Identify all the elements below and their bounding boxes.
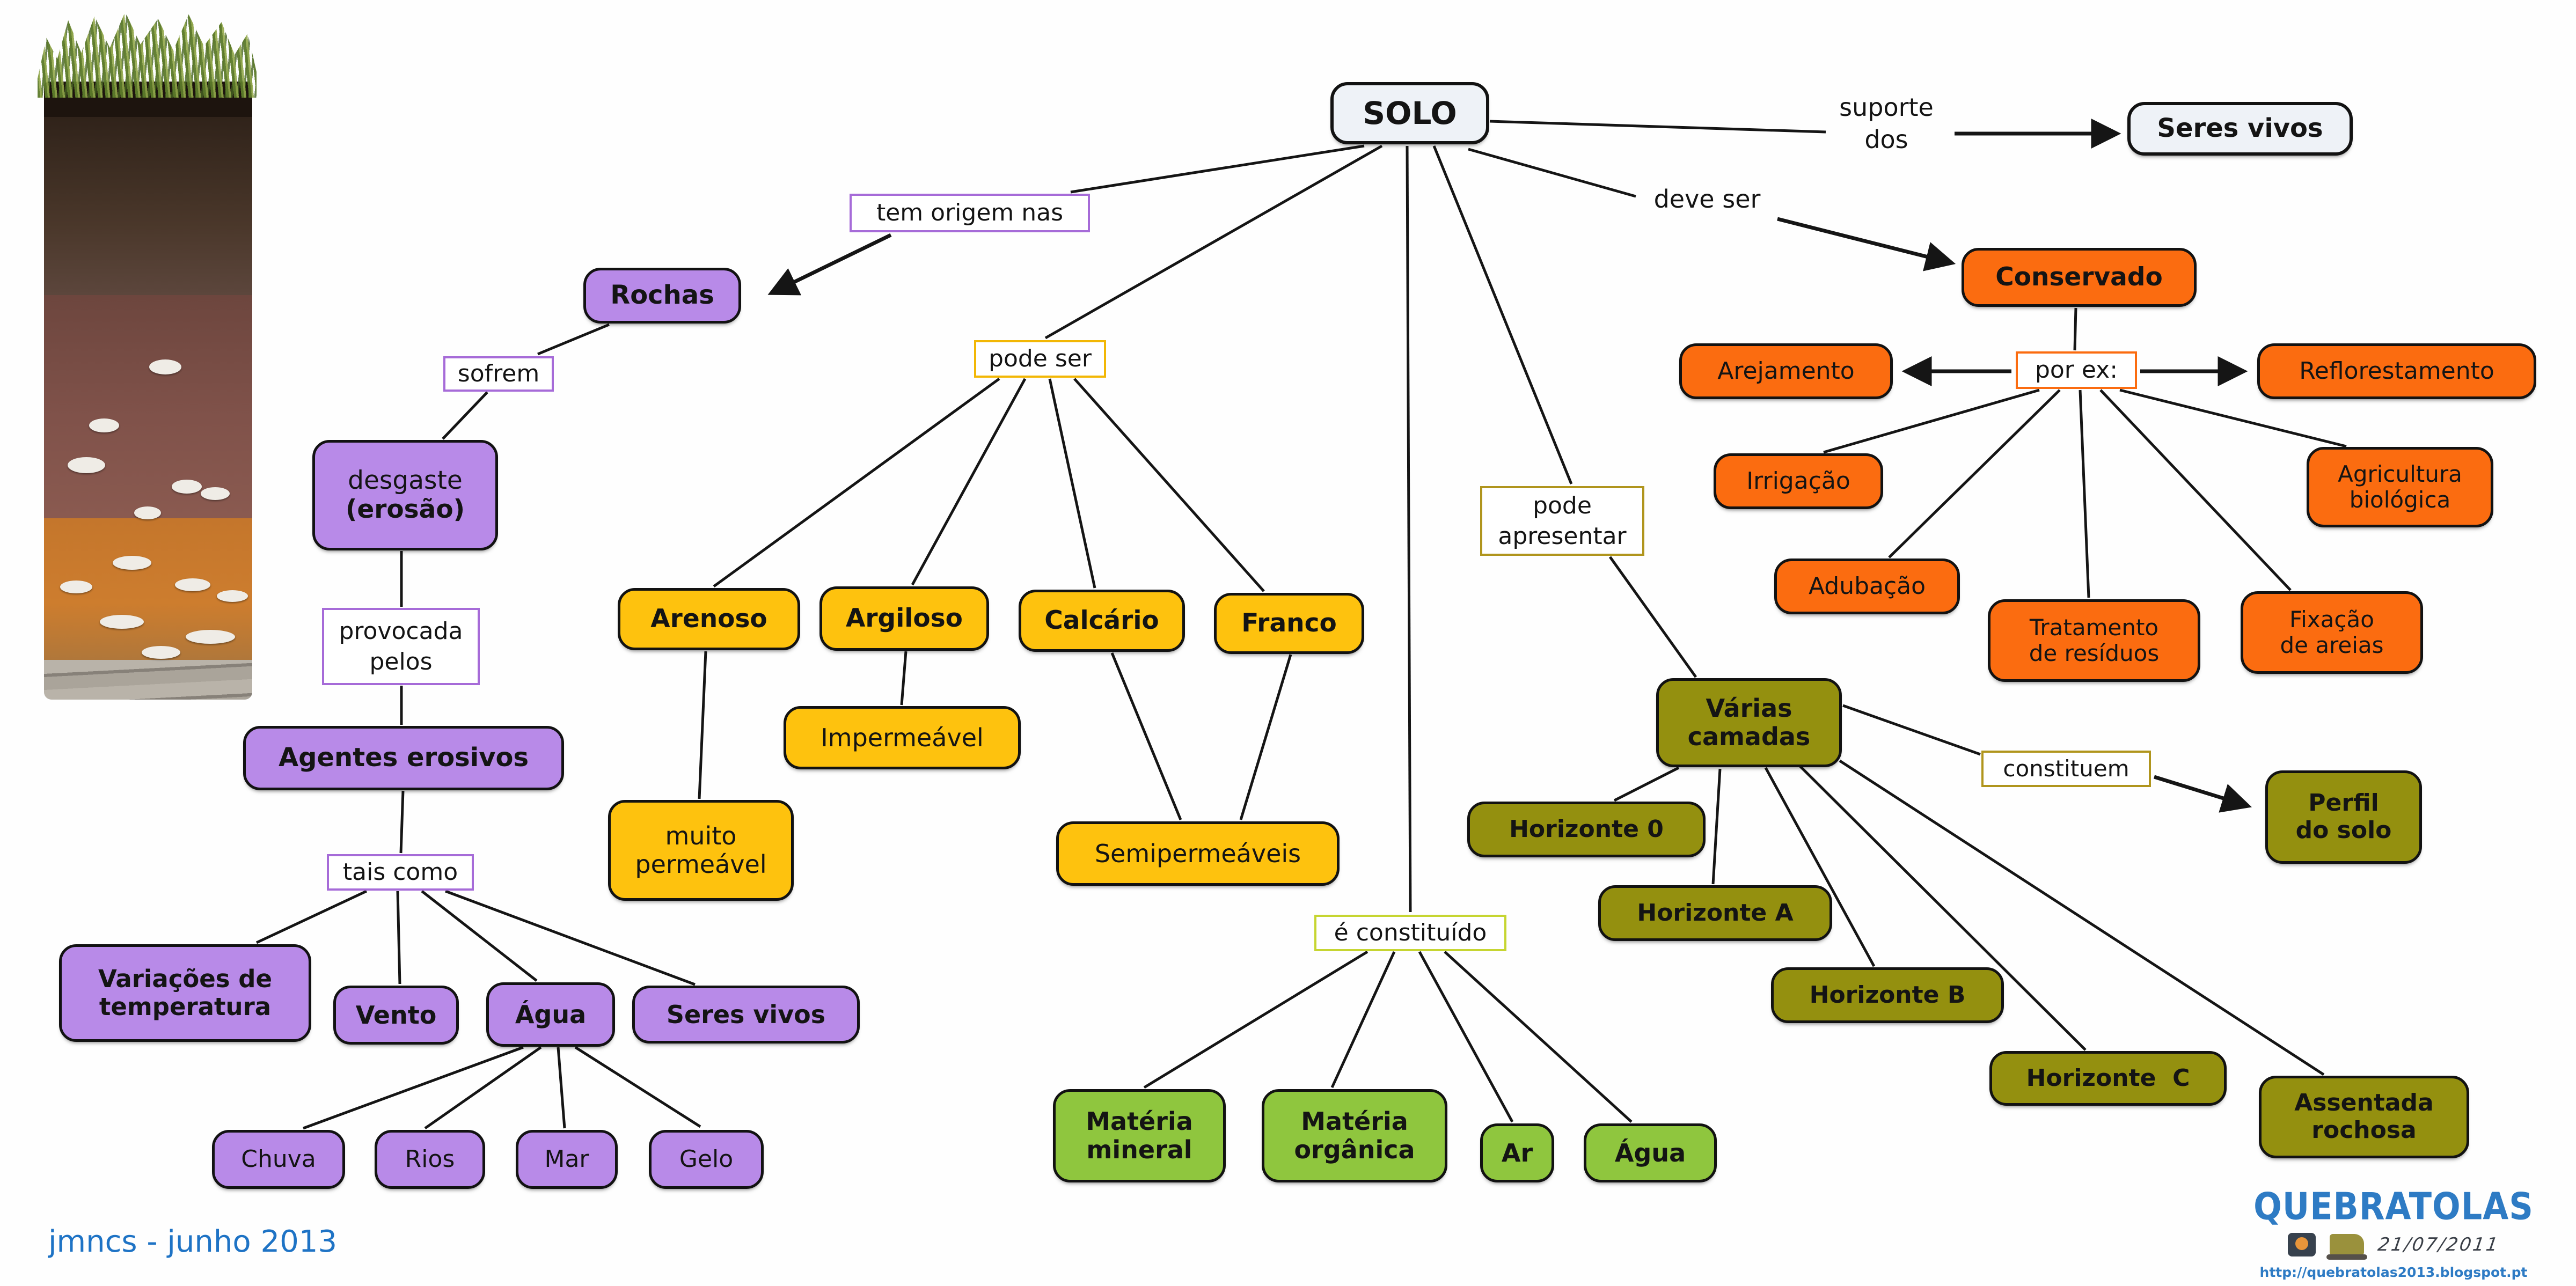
edge-label-provocada-pelos: provocada pelos bbox=[322, 608, 480, 685]
logo-title: QUEBRATOLAS bbox=[2253, 1184, 2534, 1229]
node-solo: SOLO bbox=[1330, 82, 1489, 144]
node-adubacao: Adubação bbox=[1774, 559, 1960, 614]
node-chuva: Chuva bbox=[212, 1130, 345, 1189]
edge-label-constituem: constituem bbox=[1981, 751, 2151, 787]
stone bbox=[68, 457, 105, 473]
node-horizonte-a: Horizonte A bbox=[1598, 885, 1832, 941]
monitor-icon bbox=[2288, 1233, 2316, 1256]
node-rios: Rios bbox=[375, 1130, 485, 1189]
stone bbox=[172, 480, 202, 494]
node-conservado: Conservado bbox=[1962, 248, 2197, 307]
node-vento: Vento bbox=[333, 986, 459, 1045]
node-arenoso: Arenoso bbox=[618, 588, 800, 650]
node-variacoes-temperatura: Variações de temperatura bbox=[59, 944, 311, 1042]
stone bbox=[134, 506, 161, 519]
edge-label-tais-como: tais como bbox=[327, 854, 474, 891]
edge-label-pode-ser: pode ser bbox=[974, 340, 1106, 378]
node-horizonte-c: Horizonte C bbox=[1989, 1051, 2227, 1106]
node-fixacao-areias: Fixação de areias bbox=[2241, 591, 2423, 674]
node-calcario: Calcário bbox=[1019, 590, 1185, 652]
grass-tuft bbox=[38, 12, 257, 98]
node-seres-vivos-suporte: Seres vivos bbox=[2127, 102, 2353, 156]
node-perfil-do-solo: Perfil do solo bbox=[2265, 770, 2422, 864]
node-varias-camadas: Várias camadas bbox=[1656, 678, 1842, 767]
edge-label-pode-apresentar: pode apresentar bbox=[1480, 486, 1644, 556]
node-agentes-erosivos: Agentes erosivos bbox=[243, 726, 564, 790]
edge-label-sofrem: sofrem bbox=[443, 356, 554, 392]
node-horizonte-b: Horizonte B bbox=[1771, 967, 2004, 1023]
node-mar: Mar bbox=[516, 1130, 618, 1189]
node-arejamento: Arejamento bbox=[1679, 343, 1893, 399]
node-muito-permeavel: muito permeável bbox=[608, 800, 794, 901]
node-impermeavel: Impermeável bbox=[784, 706, 1021, 769]
edge-label-tem-origem-nas: tem origem nas bbox=[850, 194, 1090, 232]
node-agua-constituinte: Água bbox=[1584, 1123, 1717, 1182]
soil-profile-photo bbox=[34, 12, 262, 700]
edge-label-deve-ser: deve ser bbox=[1653, 185, 1761, 214]
node-rochas: Rochas bbox=[583, 268, 741, 324]
node-ar: Ar bbox=[1480, 1123, 1554, 1182]
logo-icons-row: 21/07/2011 bbox=[2243, 1230, 2544, 1260]
soil-layer-reddish bbox=[44, 295, 252, 518]
node-irrigacao: Irrigação bbox=[1714, 453, 1883, 509]
node-materia-organica: Matéria orgânica bbox=[1262, 1089, 1447, 1182]
node-tratamento-residuos: Tratamento de resíduos bbox=[1988, 599, 2200, 682]
stone bbox=[175, 578, 210, 591]
node-semipermeaveis: Semipermeáveis bbox=[1056, 821, 1340, 886]
node-materia-mineral: Matéria mineral bbox=[1053, 1089, 1226, 1182]
edge-label-e-constituido: é constituído bbox=[1314, 915, 1506, 951]
stone bbox=[149, 359, 181, 374]
node-horizonte-0: Horizonte 0 bbox=[1467, 802, 1706, 857]
author-credit: jmncs - junho 2013 bbox=[48, 1224, 337, 1259]
node-argiloso: Argiloso bbox=[819, 586, 989, 651]
node-agua-agente: Água bbox=[486, 982, 615, 1047]
node-franco: Franco bbox=[1214, 593, 1364, 654]
node-agricultura-biologica: Agricultura biológica bbox=[2307, 447, 2493, 527]
logo-date-scribble: 21/07/2011 bbox=[2376, 1234, 2501, 1255]
stone bbox=[186, 630, 235, 644]
stone bbox=[201, 487, 230, 500]
quebratolas-logo: QUEBRATOLAS 21/07/2011 http://quebratola… bbox=[2243, 1184, 2544, 1280]
node-assentada-rochosa: Assentada rochosa bbox=[2259, 1076, 2469, 1158]
stone bbox=[142, 646, 180, 659]
node-reflorestamento: Reflorestamento bbox=[2257, 343, 2536, 399]
soil-layer-dark-brown bbox=[44, 117, 252, 295]
desgaste-line: desgaste bbox=[348, 465, 463, 495]
stone bbox=[217, 590, 248, 602]
stone bbox=[60, 580, 92, 593]
edge-label-suporte-dos: suporte dos bbox=[1839, 93, 1934, 154]
stone bbox=[89, 418, 119, 432]
node-seres-vivos-agente: Seres vivos bbox=[632, 986, 860, 1044]
soil-layer-bedrock bbox=[44, 660, 252, 700]
stone bbox=[113, 556, 151, 570]
logo-url: http://quebratolas2013.blogspot.pt bbox=[2259, 1265, 2528, 1280]
edge-label-por-ex: por ex: bbox=[2016, 351, 2137, 389]
tractor-icon bbox=[2326, 1234, 2368, 1260]
node-desgaste-erosao: desgaste (erosão) bbox=[312, 440, 498, 550]
stone bbox=[100, 615, 144, 629]
erosao-line: (erosão) bbox=[345, 495, 465, 524]
soil-column bbox=[44, 82, 252, 700]
node-gelo: Gelo bbox=[649, 1130, 764, 1189]
